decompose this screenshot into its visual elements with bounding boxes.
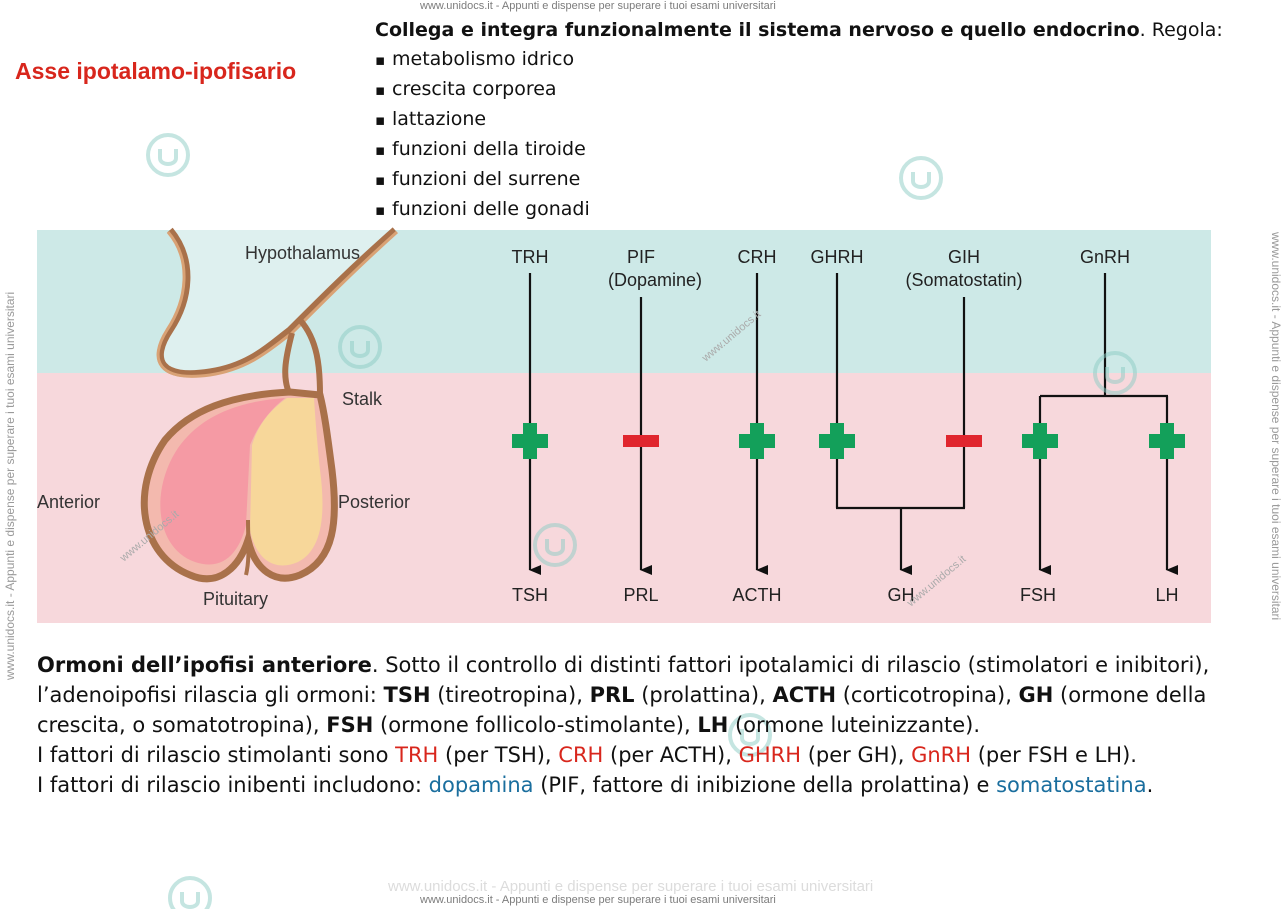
text-span: (PIF, fattore di inibizione della prolat… <box>533 773 997 797</box>
minus-icon <box>946 435 982 447</box>
lobe-divider <box>244 519 251 576</box>
list-item: lattazione <box>375 105 1223 135</box>
text-span: (prolattina), <box>634 683 773 707</box>
factor-somatostatin: (Somatostatin) <box>905 270 1022 290</box>
list-item: metabolismo idrico <box>375 45 1223 75</box>
hormone-term: LH <box>697 713 729 737</box>
factor-trh: TRH <box>512 247 549 267</box>
paragraph-stimulating: I fattori di rilascio stimolanti sono TR… <box>37 740 1267 770</box>
pathway-upper-band <box>477 230 1211 373</box>
hormone-fsh: FSH <box>1020 585 1056 605</box>
factor-term: CRH <box>558 743 604 767</box>
page-title: Asse ipotalamo-ipofisario <box>15 58 297 84</box>
watermark-logo-icon <box>146 133 190 177</box>
text-span: (corticotropina), <box>836 683 1019 707</box>
intro-block: Collega e integra funzionalmente il sist… <box>375 16 1223 225</box>
text-span: (ormone follicolo-stimolante), <box>373 713 698 737</box>
body-text: Ormoni dell’ipofisi anteriore. Sotto il … <box>37 650 1267 800</box>
stalk-line-right <box>297 317 323 396</box>
hormone-term: FSH <box>326 713 374 737</box>
factor-term: GnRH <box>911 743 972 767</box>
watermark-logo-icon <box>728 713 772 757</box>
minus-icon <box>623 435 659 447</box>
label-anterior: Anterior <box>37 492 100 512</box>
hormone-tsh: TSH <box>512 585 548 605</box>
anatomy-upper-band <box>37 230 477 373</box>
pathway-lower-band <box>477 373 1211 623</box>
factor-gih: GIH <box>948 247 980 267</box>
paragraph-hormones: Ormoni dell’ipofisi anteriore. Sotto il … <box>37 650 1267 740</box>
watermark-logo-icon <box>1093 351 1137 395</box>
label-hypothalamus: Hypothalamus <box>245 243 360 263</box>
intro-lead: Collega e integra funzionalmente il sist… <box>375 16 1223 45</box>
bottom-faded-watermark: www.unidocs.it - Appunti e dispense per … <box>388 878 874 895</box>
label-pituitary: Pituitary <box>203 589 268 609</box>
factor-gnrh: GnRH <box>1080 247 1130 267</box>
hormone-term: PRL <box>589 683 635 707</box>
label-posterior: Posterior <box>338 492 410 512</box>
factor-term: somatostatina <box>996 773 1147 797</box>
top-watermark: www.unidocs.it - Appunti e dispense per … <box>420 0 776 12</box>
regulation-list: metabolismo idrico crescita corporea lat… <box>375 45 1223 225</box>
intro-lead-tail: . Regola: <box>1139 19 1223 41</box>
text-span: I fattori di rilascio stimolanti sono <box>37 743 396 767</box>
text-span: . Sotto il controllo di distinti fattori… <box>37 653 1210 707</box>
plus-icon <box>1022 423 1058 459</box>
factor-crh: CRH <box>738 247 777 267</box>
text-span: (tireotropina), <box>430 683 590 707</box>
text-span: (per ACTH), <box>603 743 739 767</box>
watermark-logo-icon <box>338 325 382 369</box>
text-span: (per GH), <box>801 743 912 767</box>
factor-dopamine: (Dopamine) <box>608 270 702 290</box>
text-span: . <box>1146 773 1154 797</box>
section-heading: Ormoni dell’ipofisi anteriore <box>37 653 372 677</box>
hypothalamus-outline-inner <box>156 230 399 378</box>
list-item: funzioni delle gonadi <box>375 195 1223 225</box>
label-stalk: Stalk <box>342 389 383 409</box>
text-span: (per FSH e LH). <box>971 743 1137 767</box>
factor-ghrh: GHRH <box>811 247 864 267</box>
hormone-term: ACTH <box>772 683 837 707</box>
bottom-watermark: www.unidocs.it - Appunti e dispense per … <box>420 894 776 906</box>
hormone-term: TSH <box>383 683 431 707</box>
text-span: (ormone luteinizzante). <box>728 713 981 737</box>
factor-term: dopamina <box>428 773 534 797</box>
right-side-watermark: www.unidocs.it - Appunti e dispense per … <box>1269 232 1283 621</box>
plus-icon <box>819 423 855 459</box>
pathway-panel: TRH PIF (Dopamine) CRH GHRH GIH (Somatos… <box>477 230 1211 623</box>
plus-icon <box>1149 423 1185 459</box>
anatomy-panel: Hypothalamus Stalk Anterior Posterior Pi… <box>37 227 477 623</box>
watermark-logo-icon <box>168 876 212 909</box>
list-item: funzioni della tiroide <box>375 135 1223 165</box>
list-item: funzioni del surrene <box>375 165 1223 195</box>
paragraph-inhibiting: I fattori di rilascio inibenti includono… <box>37 770 1267 800</box>
watermark-logo-icon <box>899 156 943 200</box>
posterior-lobe <box>250 398 323 566</box>
hormone-lh: LH <box>1155 585 1178 605</box>
factor-pif: PIF <box>627 247 655 267</box>
left-side-watermark: www.unidocs.it - Appunti e dispense per … <box>3 291 17 680</box>
watermark-logo-icon <box>533 523 577 567</box>
hormone-acth: ACTH <box>733 585 782 605</box>
hypothalamus-outline <box>157 227 398 378</box>
hormone-prl: PRL <box>623 585 658 605</box>
text-span: I fattori di rilascio inibenti includono… <box>37 773 429 797</box>
intro-lead-bold: Collega e integra funzionalmente il sist… <box>375 19 1140 41</box>
hypothalamus-shape <box>160 230 395 374</box>
hormone-term: GH <box>1018 683 1054 707</box>
factor-term: GHRH <box>738 743 802 767</box>
anterior-lobe <box>160 398 285 565</box>
hormone-gh: GH <box>888 585 915 605</box>
plus-icon <box>512 423 548 459</box>
text-span: (per TSH), <box>438 743 559 767</box>
plus-icon <box>739 423 775 459</box>
text-span: (ormone della crescita, o somatotropina)… <box>37 683 1207 737</box>
factor-term: TRH <box>395 743 439 767</box>
list-item: crescita corporea <box>375 75 1223 105</box>
